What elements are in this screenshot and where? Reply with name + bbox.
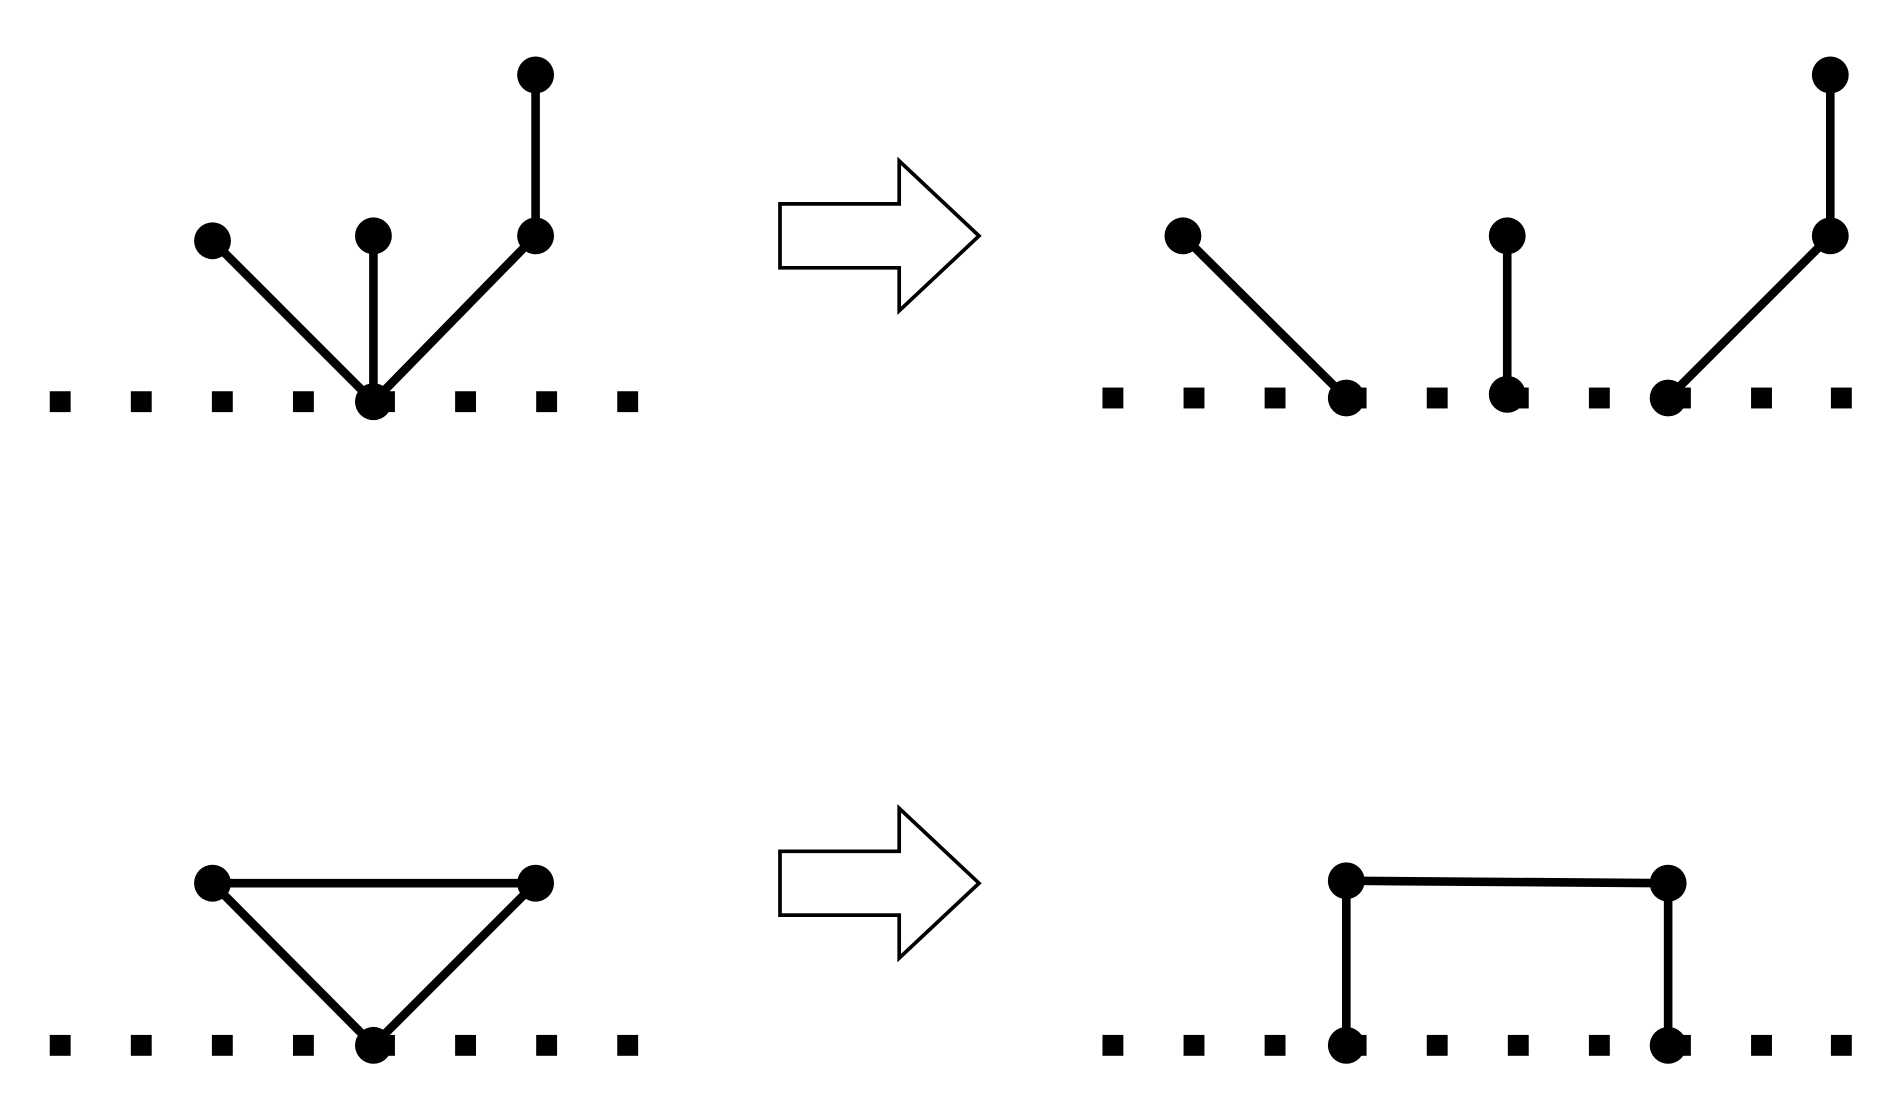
top-right-baseline-square bbox=[1102, 387, 1124, 409]
bottom-left-node bbox=[194, 864, 231, 902]
top-right-node bbox=[1164, 217, 1202, 255]
top-right-baseline-square bbox=[1426, 387, 1448, 409]
bottom-left-node bbox=[355, 1026, 392, 1064]
bottom-right-baseline-square bbox=[1751, 1034, 1772, 1056]
bottom-left-edge bbox=[208, 878, 378, 1050]
bottom-left-edge bbox=[369, 878, 540, 1050]
bottom-left-baseline-square bbox=[536, 1034, 558, 1056]
bottom-right-baseline-square bbox=[1183, 1034, 1205, 1056]
top-right-baseline-square bbox=[1751, 387, 1772, 409]
top-left-baseline-square bbox=[211, 391, 233, 413]
bottom-left-baseline-square bbox=[211, 1034, 233, 1056]
top-left-node bbox=[355, 217, 392, 255]
bottom-right-node bbox=[1649, 864, 1687, 902]
top-left-baseline-square bbox=[130, 391, 152, 413]
bottom-right-baseline-square bbox=[1102, 1034, 1124, 1056]
bottom-right-node bbox=[1327, 862, 1365, 900]
top-left-baseline-square bbox=[536, 391, 558, 413]
top-left-node bbox=[517, 217, 555, 255]
top-right-node bbox=[1327, 379, 1365, 417]
bottom-right-edge bbox=[1342, 876, 1673, 888]
top-right-node bbox=[1811, 56, 1849, 94]
top-left-node bbox=[194, 222, 231, 260]
top-right-edge bbox=[1178, 231, 1351, 403]
bottom-left-baseline-square bbox=[292, 1034, 314, 1056]
top-right-node bbox=[1488, 217, 1526, 255]
top-left-baseline-square bbox=[455, 391, 476, 413]
bottom-right-baseline-square bbox=[1830, 1034, 1852, 1056]
top-left-edge bbox=[208, 236, 378, 406]
baseline-dotted-rows bbox=[49, 387, 1852, 1056]
top-right-node bbox=[1649, 379, 1687, 417]
bottom-right-node bbox=[1327, 1026, 1365, 1064]
bottom-left-baseline-square bbox=[617, 1034, 639, 1056]
top-left-node bbox=[517, 56, 555, 94]
top-left-baseline-square bbox=[49, 391, 71, 413]
bottom-right-baseline-square bbox=[1264, 1034, 1286, 1056]
graph-nodes bbox=[194, 56, 1849, 1064]
bottom-left-node bbox=[517, 864, 555, 902]
bottom-right-node bbox=[1649, 1026, 1687, 1064]
top-right-edge bbox=[1663, 231, 1835, 403]
bottom-left-baseline-square bbox=[455, 1034, 476, 1056]
top-right-baseline-square bbox=[1183, 387, 1205, 409]
top-right-baseline-square bbox=[1588, 387, 1610, 409]
bottom-right-baseline-square bbox=[1426, 1034, 1448, 1056]
top-right-node bbox=[1488, 375, 1526, 413]
bottom-right-baseline-square bbox=[1507, 1034, 1529, 1056]
top-left-baseline-square bbox=[292, 391, 314, 413]
top-left-baseline-square bbox=[617, 391, 639, 413]
bottom-left-baseline-square bbox=[130, 1034, 152, 1056]
top-right-node bbox=[1811, 217, 1849, 255]
transformation-arrows bbox=[778, 156, 982, 963]
top-right-baseline-square bbox=[1264, 387, 1286, 409]
top-left-edge bbox=[369, 231, 540, 406]
bottom-left-baseline-square bbox=[49, 1034, 71, 1056]
top-right-baseline-square bbox=[1830, 387, 1852, 409]
bottom-right-baseline-square bbox=[1588, 1034, 1610, 1056]
top-left-node bbox=[355, 383, 392, 421]
transformation-arrow-icon bbox=[778, 804, 982, 963]
graph-edges bbox=[208, 70, 1835, 1050]
transformation-arrow-icon bbox=[778, 156, 982, 316]
